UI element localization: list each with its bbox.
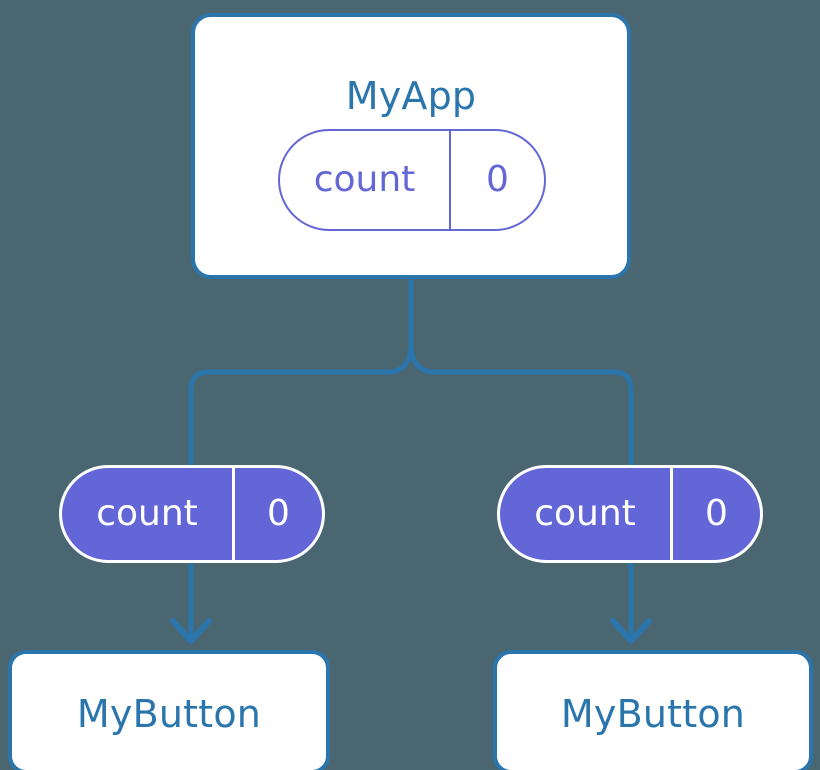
component-label-mybutton-left: MyButton [76,692,262,736]
component-box-mybutton-right[interactable]: MyButton [493,650,813,770]
component-label-myapp: MyApp [345,74,477,118]
state-pill-key: count [280,131,451,229]
arrowhead-right-icon [610,618,652,644]
component-box-mybutton-left[interactable]: MyButton [8,650,330,770]
prop-pill-value: 0 [267,493,290,534]
prop-pill-value: 0 [705,493,728,534]
prop-pill-key: count [500,468,673,560]
component-label-mybutton-right: MyButton [560,692,746,736]
state-pill-myapp[interactable]: count 0 [278,129,546,231]
wire-branch-left [188,343,414,470]
prop-pill-left[interactable]: count 0 [59,465,325,563]
state-pill-value: 0 [486,159,509,200]
prop-pill-right[interactable]: count 0 [497,465,763,563]
prop-pill-key: count [62,468,235,560]
wire-branch-right [408,343,634,470]
arrowhead-left-icon [170,618,212,644]
